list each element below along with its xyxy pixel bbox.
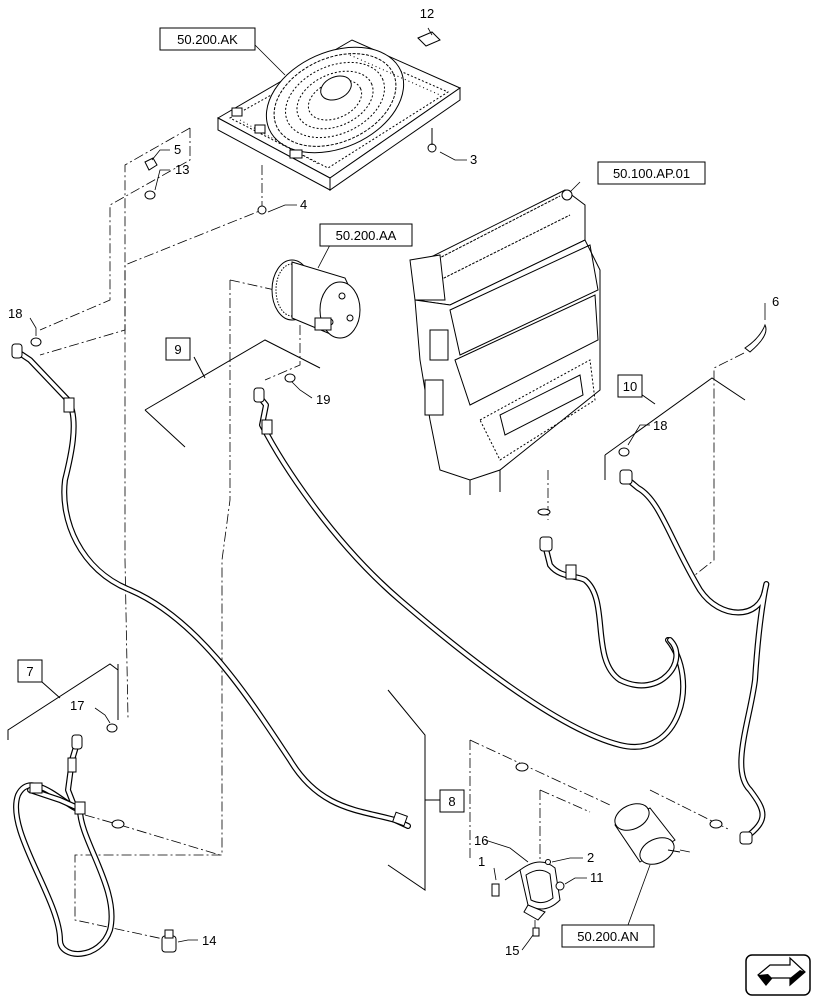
fitting-drier-end [392,811,408,827]
callout-17: 17 [70,698,84,713]
group-label-8: 8 [439,789,465,813]
compressor [271,259,361,339]
bolt-1 [491,883,500,897]
drier-mounting-bracket [504,861,561,921]
svg-text:50.200.AN: 50.200.AN [577,929,638,944]
group-bracket-9 [144,339,321,448]
clip [417,31,441,47]
cable-tie [744,323,767,353]
fitting-drier-outlet [739,831,753,845]
o-ring-evaporator [537,508,551,516]
group-label-9: 9 [165,337,191,361]
fitting-hose7-mid [67,757,77,773]
hoses [13,349,770,957]
condenser-fan-assembly [216,39,462,191]
callout-18-right: 18 [653,418,667,433]
callout-2: 2 [587,850,594,865]
callout-19: 19 [316,392,330,407]
fitting-compressor-tube [261,419,273,435]
fittings [11,31,767,953]
fitting-hose7-branch [74,801,86,815]
part-callouts: 12 3 4 5 13 6 18 19 18 17 16 1 2 11 15 1… [8,6,779,958]
callout-12: 12 [420,6,434,21]
fitting-condenser-tube [63,397,75,413]
nut-5 [144,157,158,171]
svg-text:8: 8 [448,794,455,809]
callout-11: 11 [590,870,604,885]
callout-leaders [29,27,766,951]
o-ring-drier-in [515,762,529,772]
bolt-15 [532,927,540,937]
o-ring-hose7 [111,819,125,829]
callout-15: 15 [505,943,519,958]
fitting-evaporator-inlet [619,469,633,485]
reference-box-receiver-drier[interactable]: 50.200.AN [561,924,655,948]
fitting-evaporator-suction [539,536,553,552]
callout-6: 6 [772,294,779,309]
receiver-drier [614,803,681,865]
callout-16: 16 [474,833,488,848]
reference-box-condenser[interactable]: 50.200.AK [159,27,256,51]
fan-hub [320,75,352,101]
heater-evaporator-housing [409,189,601,495]
nut-11 [555,881,565,891]
o-ring-17 [106,723,118,733]
o-ring-18-left [30,337,42,347]
callout-4: 4 [300,197,307,212]
callout-3: 3 [470,152,477,167]
fitting-compressor-end [253,387,265,403]
fitting-condenser-end [11,343,23,359]
screw-4 [257,205,267,215]
housing-end-cap [409,254,446,301]
o-ring-19 [284,373,296,383]
callout-5: 5 [174,142,181,157]
grommet-13 [144,190,156,200]
reference-box-heater-unit[interactable]: 50.100.AP.01 [597,161,706,185]
svg-text:50.200.AA: 50.200.AA [336,228,397,243]
callout-1: 1 [478,854,485,869]
group-bracket-8 [387,689,440,891]
screw-3 [427,143,437,153]
svg-text:50.100.AP.01: 50.100.AP.01 [613,166,690,181]
svg-text:50.200.AK: 50.200.AK [177,32,238,47]
group-label-10: 10 [617,374,643,398]
o-ring-18-right [618,447,630,457]
svg-text:10: 10 [623,379,637,394]
fitting-hose7-top [71,734,83,750]
reference-box-compressor[interactable]: 50.200.AA [319,223,413,247]
next-page-arrow-icon[interactable] [745,954,811,996]
group-bracket-7 [7,663,119,740]
pressure-switch [161,929,177,953]
washer-2 [545,859,551,865]
svg-text:7: 7 [26,664,33,679]
fitting-hose7-left [29,782,43,794]
callout-14: 14 [202,933,216,948]
callout-18-left: 18 [8,306,22,321]
callout-13: 13 [175,162,189,177]
group-label-7: 7 [17,659,43,683]
fitting-evaporator-suction-2 [565,564,577,580]
svg-text:9: 9 [174,342,181,357]
o-ring-drier-out [709,819,723,829]
